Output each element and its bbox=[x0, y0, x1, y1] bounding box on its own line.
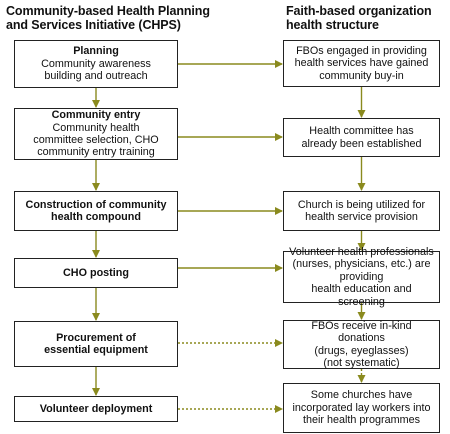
left-box-title: Procurement of bbox=[56, 331, 136, 344]
right-box-line: Health committee has bbox=[309, 125, 414, 138]
left-box-title: CHO posting bbox=[63, 266, 129, 279]
right-box-line: Some churches have bbox=[310, 389, 413, 402]
left-box-6: Volunteer deployment bbox=[14, 396, 178, 422]
left-box-title: Community entry bbox=[51, 109, 141, 122]
right-box-line: (not systematic) bbox=[323, 356, 400, 369]
right-box-line: Volunteer health professionals bbox=[289, 245, 434, 258]
left-box-line: building and outreach bbox=[44, 70, 148, 83]
left-box-4: CHO posting bbox=[14, 258, 178, 288]
right-box-line: FBOs engaged in providing bbox=[296, 44, 427, 57]
right-box-line: incorporated lay workers into bbox=[292, 401, 431, 414]
right-box-line: already been established bbox=[301, 137, 422, 150]
right-column-header: Faith-based organization health structur… bbox=[286, 4, 432, 32]
right-box-5: FBOs receive in-kind donations(drugs, ey… bbox=[283, 320, 440, 369]
right-box-line: health service provision bbox=[305, 211, 418, 223]
left-box-line: Community awareness bbox=[41, 57, 151, 70]
right-box-line: community buy-in bbox=[319, 69, 404, 82]
right-box-line: health education and screening bbox=[311, 283, 412, 308]
left-box-line: Community health bbox=[52, 121, 140, 134]
right-header-line: health structure bbox=[286, 18, 379, 32]
right-box-line: FBOs receive in-kind donations bbox=[311, 319, 412, 345]
left-box-line: health compound bbox=[51, 211, 141, 223]
right-box-line: (nurses, physicians, etc.) are providing bbox=[292, 258, 431, 283]
right-box-line: Church is being utilized for bbox=[297, 198, 426, 211]
left-column-header: Community-based Health Planning and Serv… bbox=[6, 4, 210, 32]
left-box-line: community entry training bbox=[37, 146, 155, 159]
left-header-line: and Services Initiative (CHPS) bbox=[6, 18, 181, 32]
right-box-line: their health programmes bbox=[302, 414, 421, 427]
left-box-line: essential equipment bbox=[44, 344, 148, 356]
left-box-title: Construction of community bbox=[25, 198, 167, 211]
left-box-title: Volunteer deployment bbox=[39, 402, 153, 415]
left-header-line: Community-based Health Planning bbox=[6, 4, 210, 18]
left-box-line: committee selection, CHO bbox=[33, 134, 159, 146]
right-header-line: Faith-based organization bbox=[286, 4, 432, 18]
right-box-4: Volunteer health professionals(nurses, p… bbox=[283, 246, 440, 308]
right-box-line: (drugs, eyeglasses) bbox=[314, 344, 409, 357]
right-box-line: health services have gained bbox=[294, 57, 429, 70]
left-box-title: Planning bbox=[73, 45, 119, 58]
